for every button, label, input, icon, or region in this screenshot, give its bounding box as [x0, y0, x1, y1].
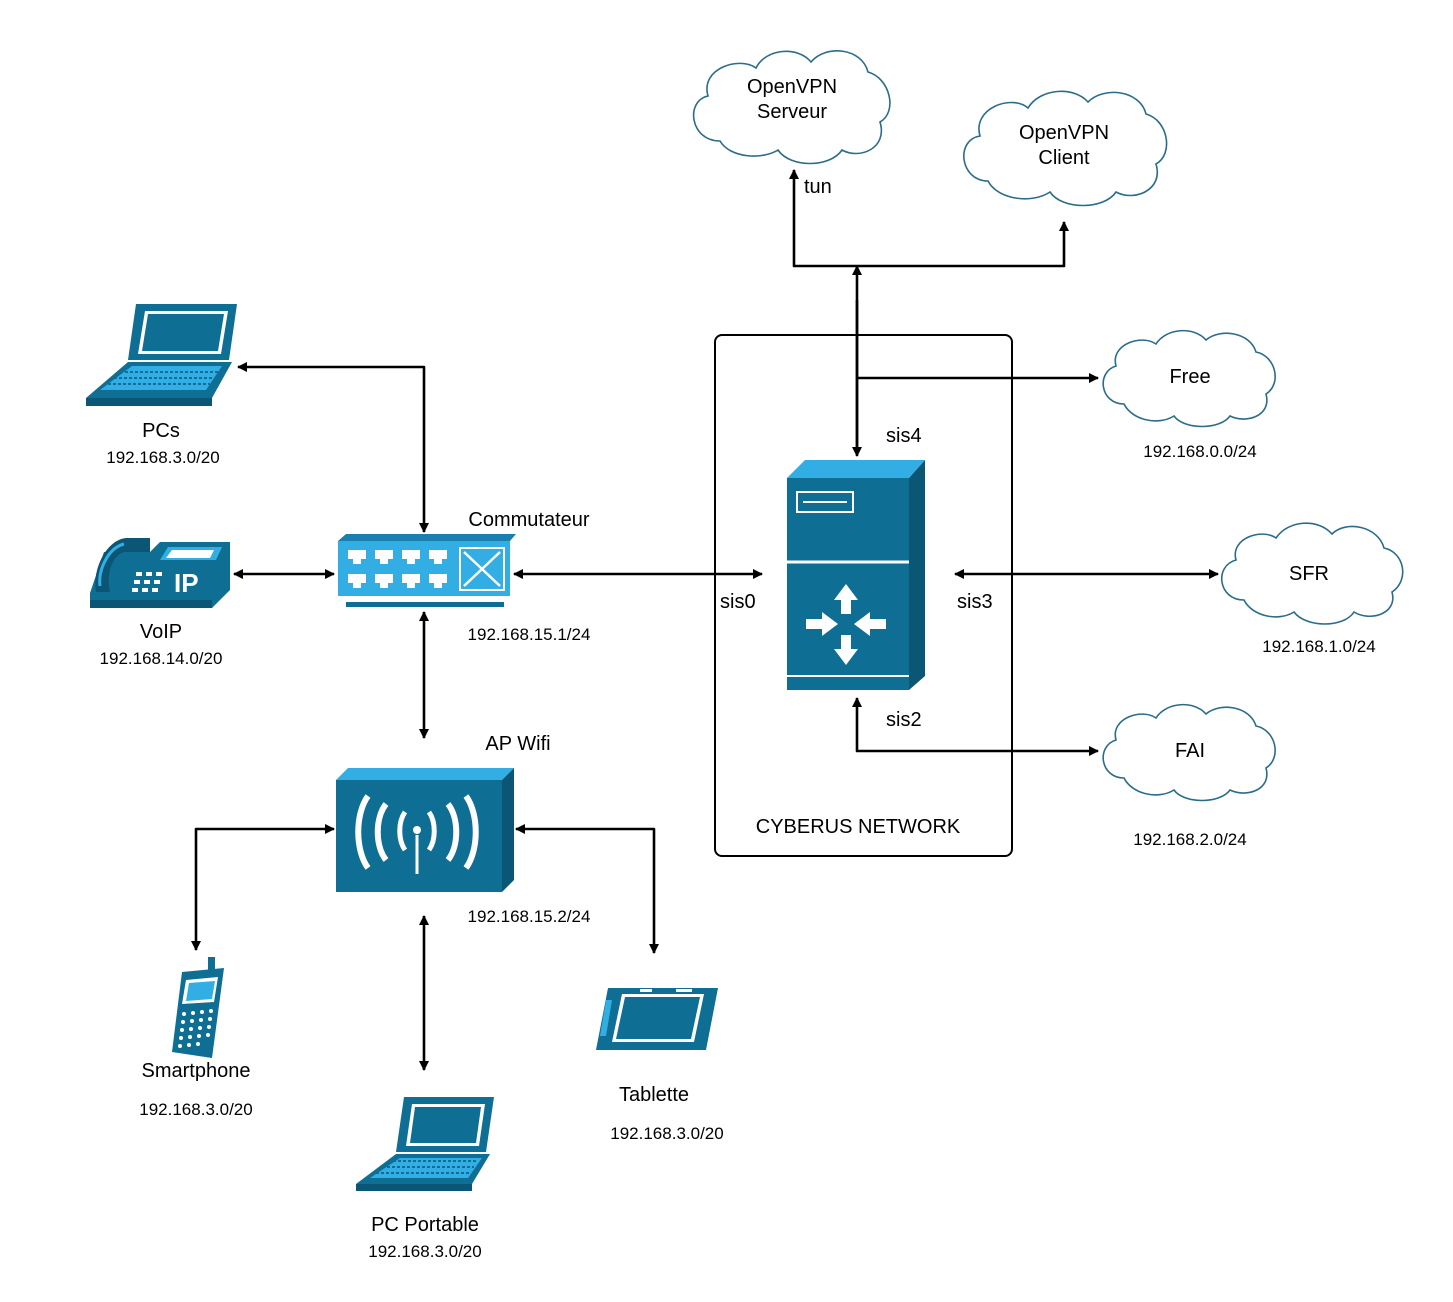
ip-phone-icon: IP — [90, 538, 230, 608]
interface-label: sis2 — [886, 709, 922, 731]
device-network: 192.168.3.0/20 — [139, 1100, 252, 1119]
device-network: 192.168.14.0/20 — [100, 649, 223, 668]
link-ap-tablette — [515, 824, 659, 954]
network-address: 192.168.2.0/24 — [1133, 830, 1246, 849]
cloud-label: Client — [1038, 147, 1090, 169]
switch-ip: 192.168.15.1/24 — [468, 625, 591, 644]
laptop-icon — [356, 1097, 494, 1191]
access-point-icon — [336, 768, 514, 892]
cloud-label: OpenVPN — [1019, 122, 1109, 144]
tablet-icon — [596, 988, 718, 1050]
interface-label: sis4 — [886, 425, 922, 447]
router-icon — [787, 460, 925, 690]
link-to-openvpn-server — [789, 169, 857, 268]
device-label: Smartphone — [142, 1060, 251, 1082]
firewall-name: CYBERUS NETWORK — [756, 816, 961, 838]
cloud-label: Serveur — [757, 101, 827, 123]
cloud-openvpn-client: OpenVPN Client — [963, 90, 1168, 207]
voip-badge: IP — [174, 568, 199, 598]
interface-label: sis3 — [957, 591, 993, 613]
switch-label: Commutateur — [468, 509, 589, 531]
device-label: VoIP — [140, 621, 182, 643]
access-point-ip: 192.168.15.2/24 — [468, 907, 591, 926]
smartphone-icon — [172, 957, 224, 1058]
device-network: 192.168.3.0/20 — [610, 1124, 723, 1143]
cloud-fai: FAI — [1102, 703, 1276, 802]
device-network: 192.168.3.0/20 — [368, 1242, 481, 1261]
network-address: 192.168.1.0/24 — [1262, 637, 1375, 656]
device-label: PCs — [142, 420, 180, 442]
link-ap-smartphone — [191, 824, 335, 951]
cloud-label: FAI — [1175, 740, 1205, 762]
link-sis2-fai — [852, 697, 1099, 756]
switch-icon — [338, 534, 516, 607]
cloud-label: OpenVPN — [747, 76, 837, 98]
cloud-label: SFR — [1289, 563, 1329, 585]
link-pcs-switch — [237, 362, 429, 533]
connections — [191, 169, 1219, 1071]
firewall-boundary — [714, 334, 1013, 857]
device-label: Tablette — [619, 1084, 689, 1106]
cloud-free: Free — [1102, 329, 1276, 428]
laptop-icon — [86, 304, 237, 406]
interface-label: sis0 — [720, 591, 756, 613]
device-label: PC Portable — [371, 1214, 479, 1236]
link-to-openvpn-client — [857, 221, 1069, 268]
device-network: 192.168.3.0/20 — [106, 448, 219, 467]
interface-label: tun — [804, 176, 832, 198]
network-address: 192.168.0.0/24 — [1143, 442, 1256, 461]
cloud-openvpn-server: OpenVPN Serveur — [692, 50, 891, 165]
cloud-label: Free — [1169, 366, 1210, 388]
access-point-label: AP Wifi — [485, 733, 550, 755]
cloud-sfr: SFR — [1221, 522, 1404, 625]
